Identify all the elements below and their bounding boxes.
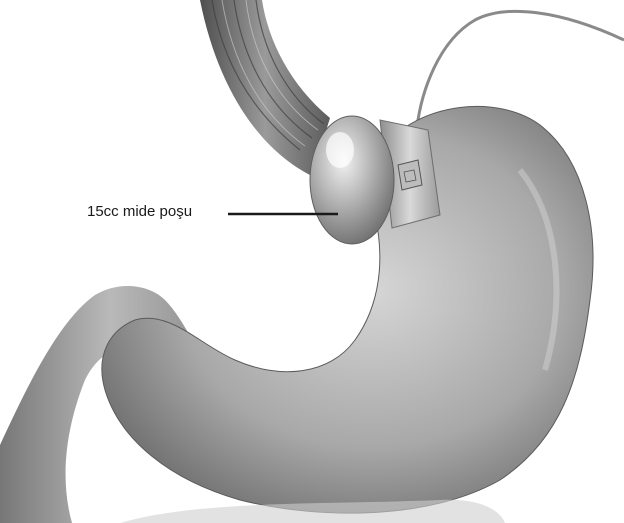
esophagus	[200, 0, 330, 176]
pouch-callout-label: 15cc mide poşu	[87, 203, 192, 220]
gastric-pouch	[310, 116, 394, 244]
